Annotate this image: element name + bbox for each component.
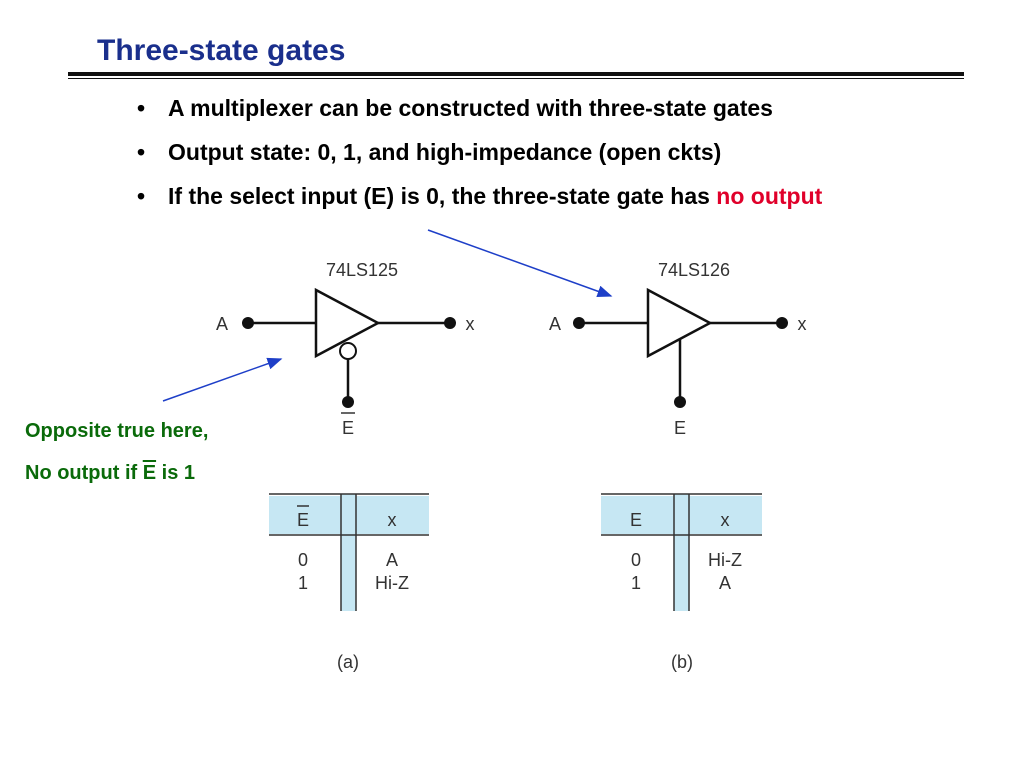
- gate-a-enable-terminal: [342, 396, 354, 408]
- table-a-cell: A: [386, 550, 398, 570]
- table-b-header-x: x: [721, 510, 730, 530]
- slide-title: Three-state gates: [97, 34, 346, 67]
- gate-b-output-terminal: [776, 317, 788, 329]
- note-suffix: is 1: [156, 462, 195, 484]
- bullet-list: • A multiplexer can be constructed with …: [132, 94, 932, 226]
- gate-a-chip-label: 74LS125: [326, 260, 398, 280]
- table-b-cell: Hi-Z: [708, 550, 742, 570]
- truth-table-a: E x 0 A 1 Hi-Z (a): [269, 493, 429, 672]
- table-a-header-x: x: [388, 510, 397, 530]
- table-a-caption: (a): [337, 652, 359, 672]
- gate-a-output-terminal: [444, 317, 456, 329]
- table-a-header-e: E: [297, 510, 309, 530]
- gate-a-input-label: A: [216, 314, 228, 334]
- table-b-divider-band: [674, 494, 689, 611]
- bullet-item: • If the select input (E) is 0, the thre…: [132, 182, 908, 210]
- arrow-to-gate-a: [162, 357, 283, 402]
- gate-b-enable-terminal: [674, 396, 686, 408]
- gate-b-output-label: x: [798, 314, 807, 334]
- truth-table-b: E x 0 Hi-Z 1 A (b): [601, 493, 762, 672]
- table-a-cell: Hi-Z: [375, 573, 409, 593]
- bullet-text: A multiplexer can be constructed with th…: [168, 95, 773, 121]
- table-b-header-e: E: [630, 510, 642, 530]
- bullet-highlight: no output: [716, 183, 823, 209]
- bullet-item: • A multiplexer can be constructed with …: [132, 94, 932, 122]
- bullet-text: If the select input (E) is 0, the three-…: [168, 183, 717, 209]
- bullet-dot: •: [137, 95, 146, 121]
- bullet-dot: •: [137, 183, 146, 209]
- title-rule-thick: [68, 72, 964, 76]
- table-a-cell: 1: [298, 573, 308, 593]
- bullet-text: Output state: 0, 1, and high-impedance (…: [168, 139, 722, 165]
- title-rule-thin: [68, 78, 964, 79]
- gate-a-enable-label: E: [342, 418, 354, 438]
- gate-b-chip-label: 74LS126: [658, 260, 730, 280]
- gate-a-inversion-bubble: [339, 342, 357, 360]
- gate-a: 74LS125 A x E: [216, 260, 475, 438]
- arrow-to-gate-b: [427, 229, 613, 298]
- table-b-cell: 0: [631, 550, 641, 570]
- gate-b-input-label: A: [549, 314, 561, 334]
- gate-a-buffer-symbol: [314, 287, 381, 359]
- note-e-bar: E: [142, 462, 157, 484]
- table-b-cell: A: [719, 573, 731, 593]
- note-prefix: No output if: [25, 462, 143, 484]
- gate-b-enable-label: E: [674, 418, 686, 438]
- note-line-2: No output if E is 1: [25, 462, 195, 485]
- table-b-cell: 1: [631, 573, 641, 593]
- table-b-caption: (b): [671, 652, 693, 672]
- note-line-1: Opposite true here,: [25, 420, 209, 442]
- gate-a-output-label: x: [466, 314, 475, 334]
- table-a-divider-band: [341, 494, 356, 611]
- table-a-cell: 0: [298, 550, 308, 570]
- bullet-item: • Output state: 0, 1, and high-impedance…: [132, 138, 932, 166]
- bullet-dot: •: [137, 139, 146, 165]
- gate-b: 74LS126 A x E: [549, 260, 807, 438]
